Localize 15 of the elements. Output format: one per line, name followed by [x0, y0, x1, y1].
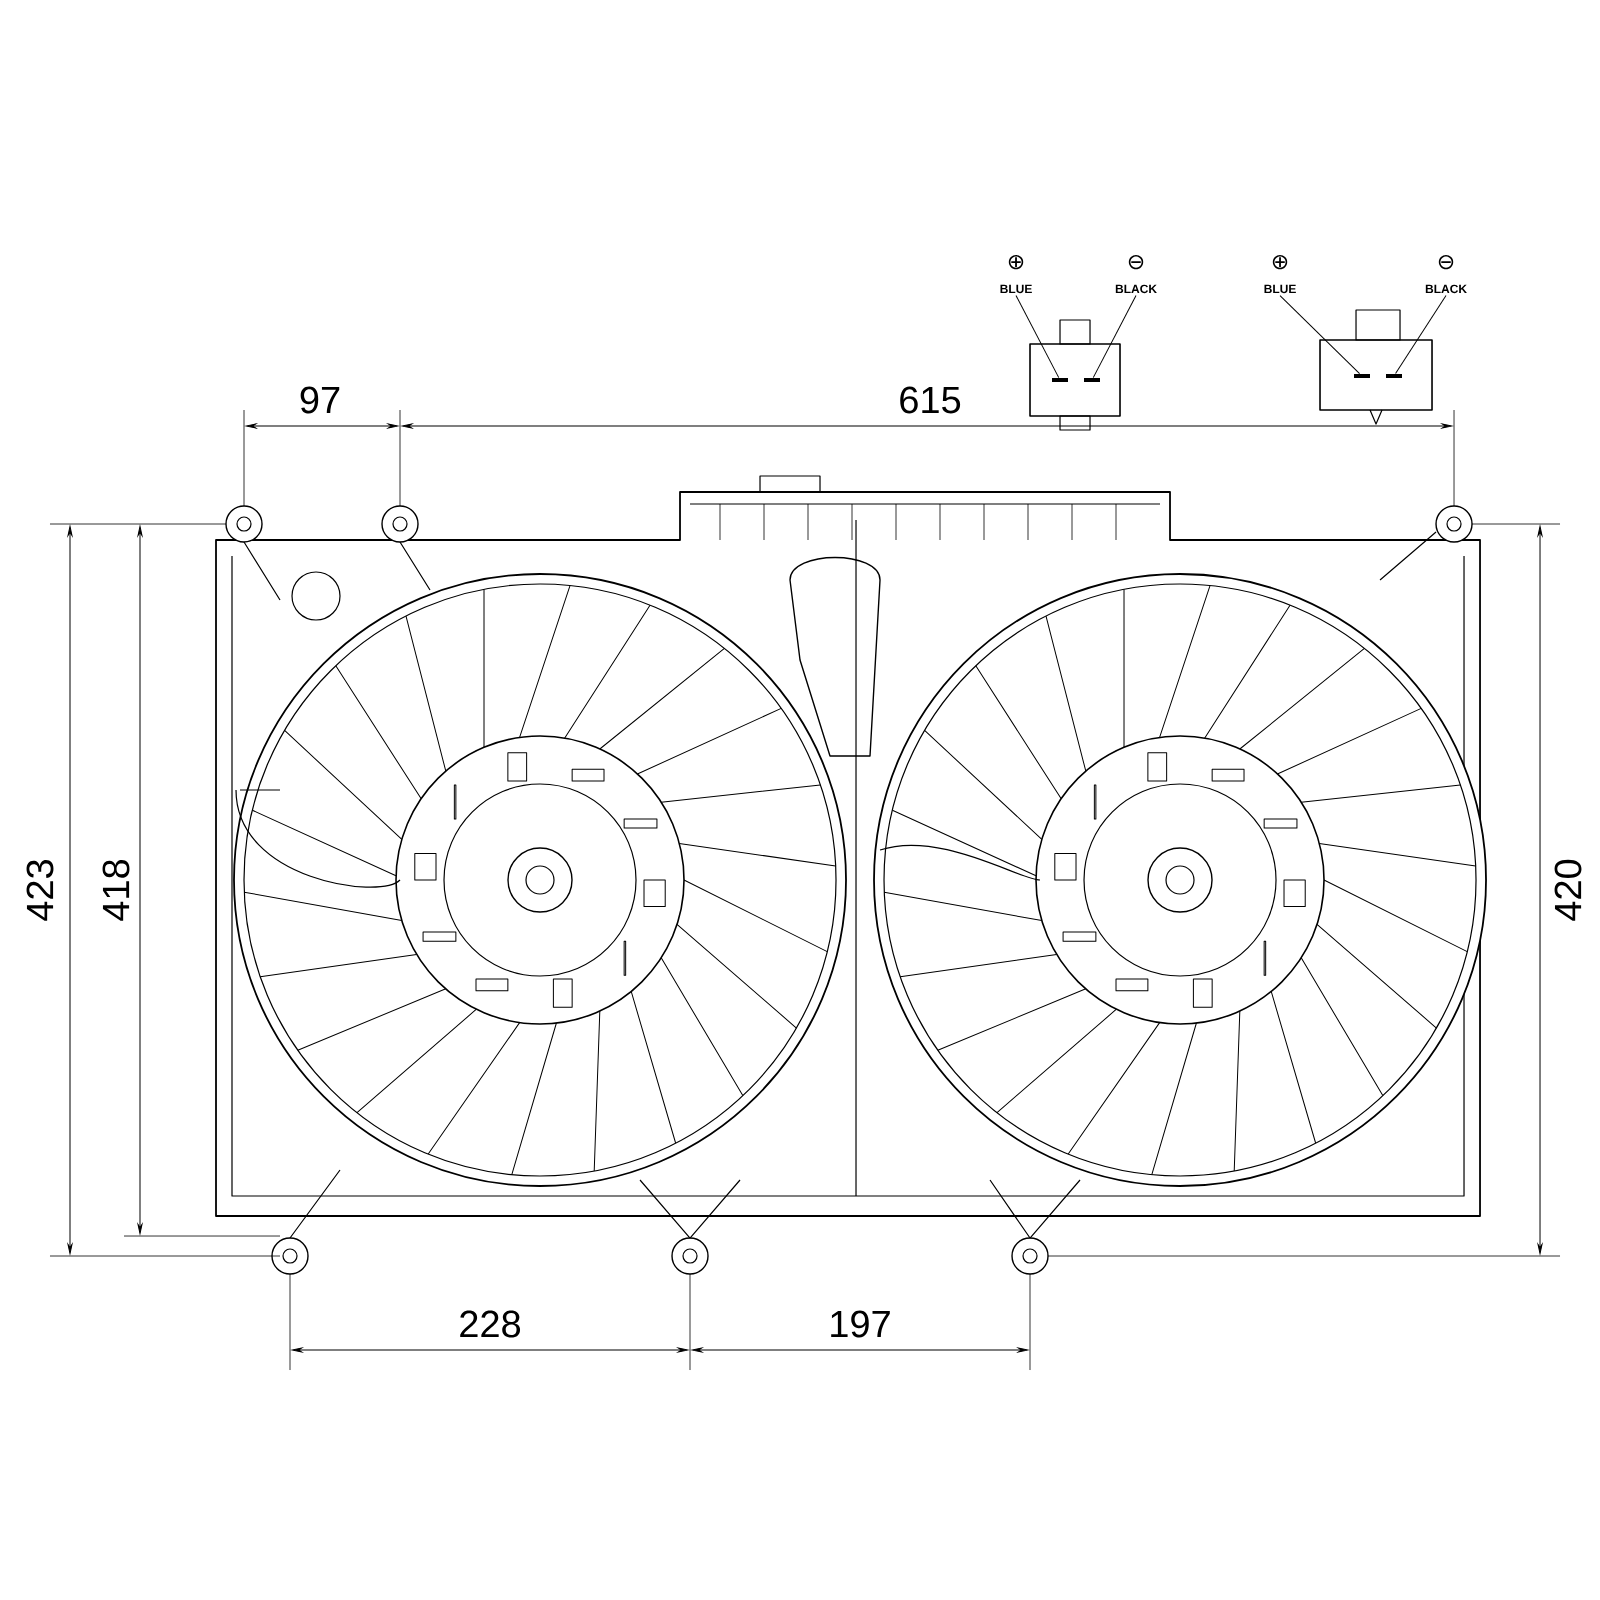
dimension-label: 418 [102, 860, 130, 921]
leader-line [1395, 295, 1447, 375]
connector-pin [1052, 378, 1068, 382]
dimension-label: 420 [1554, 859, 1582, 921]
dimension-label: 423 [26, 860, 54, 921]
dimension-label: 97 [300, 386, 340, 414]
dimension-label: 197 [831, 1310, 890, 1338]
dimension-label: 615 [900, 386, 961, 414]
connector-pin [1354, 374, 1370, 378]
dimension-label: 228 [460, 1310, 521, 1338]
connector-pin [1386, 374, 1402, 378]
connector-pin [1084, 378, 1100, 382]
leader-line [1092, 295, 1137, 379]
leader-line [1279, 295, 1361, 375]
leader-line [1015, 295, 1060, 379]
